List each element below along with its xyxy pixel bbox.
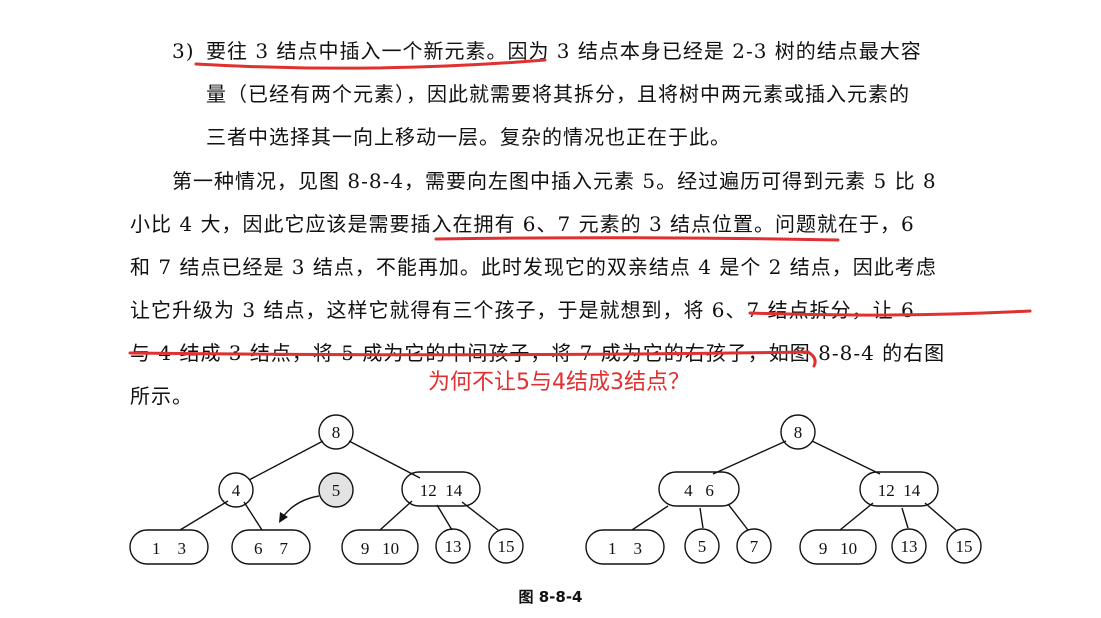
node-label: 13 [901, 537, 918, 556]
arrow-head-icon [279, 512, 288, 523]
node-label: 1 3 [152, 539, 186, 558]
node-label: 15 [956, 537, 973, 556]
text-line: 小比 4 大，因此它应该是需要插入在拥有 6、7 元素的 3 结点位置。问题就在… [130, 212, 915, 236]
node-label: 5 [698, 537, 707, 556]
node-label: 4 6 [684, 481, 714, 500]
node-label: 9 10 [361, 539, 399, 558]
node-label: 12 14 [420, 481, 463, 500]
node-label: 15 [498, 537, 515, 556]
text-line: 和 7 结点已经是 3 结点，不能再加。此时发现它的双亲结点 4 是个 2 结点… [130, 255, 937, 279]
node-label: 1 3 [608, 539, 642, 558]
item-number: 3) [172, 39, 195, 63]
node-label: 8 [794, 423, 803, 442]
text-line: 三者中选择其一向上移动一层。复杂的情况也正在于此。 [206, 125, 731, 149]
handwritten-note: 为何不让5与4结成3结点？ [428, 370, 690, 395]
node-label: 4 [232, 481, 241, 500]
text-line: 量（已经有两个元素），因此就需要将其拆分，且将树中两元素或插入元素的 [206, 82, 910, 106]
node-label: 6 7 [254, 539, 289, 558]
node-label: 8 [332, 423, 341, 442]
node-label: 7 [750, 537, 759, 556]
text-line: 第一种情况，见图 8-8-4，需要向左图中插入元素 5。经过遍历可得到元素 5 … [172, 169, 937, 193]
node-label: 12 14 [878, 481, 921, 500]
text-line: 所示。 [130, 384, 193, 408]
paragraph-item-3: 3)要往 3 结点中插入一个新元素。因为 3 结点本身已经是 2-3 树的结点最… [172, 30, 922, 159]
figure-caption: 图 8-8-4 [518, 588, 583, 606]
node-label: 9 10 [819, 539, 857, 558]
node-label: 13 [445, 537, 462, 556]
node-label: 5 [332, 481, 341, 500]
